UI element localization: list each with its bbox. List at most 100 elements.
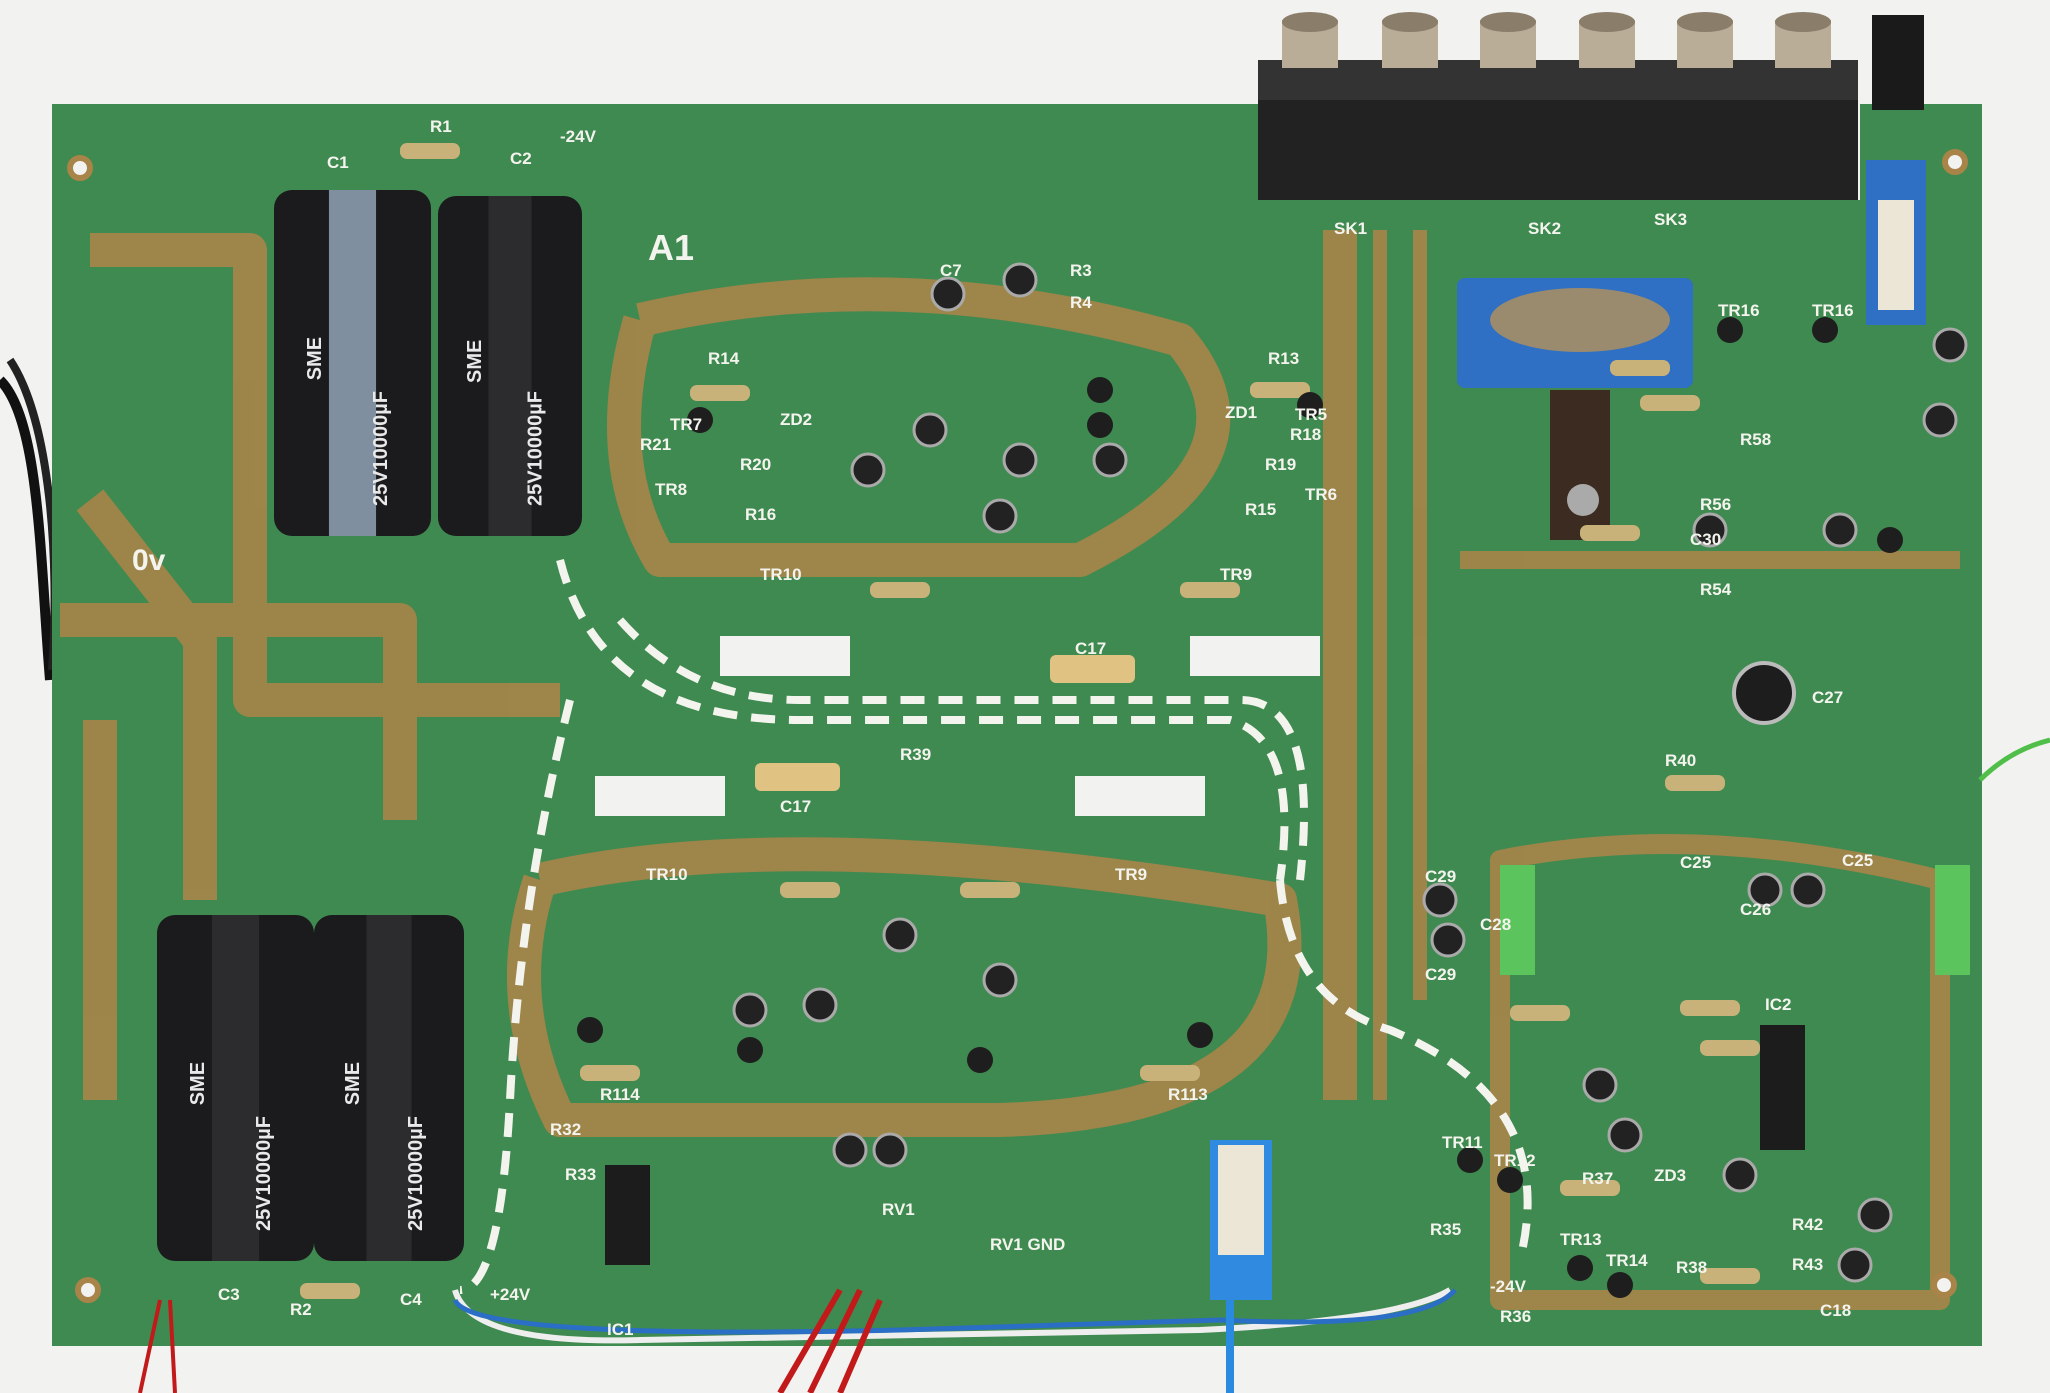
electrolytic-capacitor — [912, 412, 948, 448]
electrolytic-capacitor — [1002, 262, 1038, 298]
transistor — [1297, 392, 1323, 418]
switch-body[interactable] — [1878, 200, 1914, 310]
rca-jack-hole — [1382, 12, 1438, 32]
resistor — [1665, 775, 1725, 791]
transistor — [1497, 1167, 1523, 1193]
electrolytic-capacitor — [1822, 512, 1858, 548]
component-label-r58: R58 — [1740, 430, 1771, 449]
ic2-chip — [1760, 1025, 1805, 1150]
component-label-c3: C3 — [218, 1285, 240, 1304]
transistor — [687, 407, 713, 433]
resistor — [1180, 582, 1240, 598]
ic2-label: IC2 — [1765, 995, 1791, 1014]
resistor — [1140, 1065, 1200, 1081]
rca-connector-block[interactable] — [1258, 60, 1858, 200]
capacitor-brand-text: SME — [464, 340, 486, 383]
electrolytic-capacitor — [982, 962, 1018, 998]
electrolytic-capacitor — [802, 987, 838, 1023]
connector-label-sk2: SK2 — [1528, 219, 1561, 238]
electrolytic-capacitor — [1747, 872, 1783, 908]
capacitor-brand-text: SME — [304, 337, 326, 380]
component-label-r20: R20 — [740, 455, 771, 474]
neg-24v-bottom-label: -24V — [1490, 1277, 1527, 1296]
capacitor-c17-bottom — [755, 763, 840, 791]
component-label-c18: C18 — [1820, 1301, 1851, 1320]
capacitor-rating-text: 25V10000µF — [253, 1116, 275, 1231]
silkscreen-dashed-path — [459, 559, 1532, 1294]
rca-jack-hole — [1579, 12, 1635, 32]
component-label-c17: C17 — [1075, 639, 1106, 658]
resistor — [400, 143, 460, 159]
component-label-tr5: TR5 — [1295, 405, 1327, 424]
electrolytic-capacitor — [1002, 442, 1038, 478]
resistor — [870, 582, 930, 598]
switch-sw1-body[interactable] — [1218, 1145, 1264, 1255]
electrolytic-capacitor — [832, 1132, 868, 1168]
resistor — [1700, 1040, 1760, 1056]
rca-jack-hole — [1775, 12, 1831, 32]
film-capacitor — [1500, 865, 1535, 975]
component-label-c30: C30 — [1690, 530, 1721, 549]
transistor — [1187, 1022, 1213, 1048]
component-label-tr14: TR14 — [1606, 1251, 1648, 1270]
component-label-r2: R2 — [290, 1300, 312, 1319]
component-label-r13: R13 — [1268, 349, 1299, 368]
power-wires — [138, 1299, 177, 1393]
resistor — [960, 882, 1020, 898]
component-label-c17: C17 — [780, 797, 811, 816]
component-label-r33: R33 — [565, 1165, 596, 1184]
white-wire — [452, 1287, 1452, 1344]
component-label-tr9: TR9 — [1115, 865, 1147, 884]
component-label-tr11: TR11 — [1442, 1133, 1483, 1152]
transistor — [1087, 412, 1113, 438]
resistor — [1700, 1268, 1760, 1284]
transistor — [1877, 527, 1903, 553]
rca-jack-hole — [1480, 12, 1536, 32]
component-label-tr16: TR16 — [1718, 301, 1760, 320]
component-label-r32: R32 — [550, 1120, 581, 1139]
transistor — [1607, 1272, 1633, 1298]
component-label-c28: C28 — [1480, 915, 1511, 934]
component-label-tr9: TR9 — [1220, 565, 1252, 584]
wire-bundle — [0, 376, 55, 681]
electrolytic-capacitor — [1430, 922, 1466, 958]
component-label-zd1: ZD1 — [1225, 403, 1257, 422]
red-wires — [777, 1288, 883, 1393]
component-label-tr6: TR6 — [1305, 485, 1337, 504]
dc-jack[interactable] — [1872, 15, 1924, 110]
component-label-tr16: TR16 — [1812, 301, 1854, 320]
component-label-r15: R15 — [1245, 500, 1276, 519]
capacitor-rating-text: 25V10000µF — [370, 391, 392, 506]
component-label-tr10: TR10 — [760, 565, 802, 584]
transistor — [1087, 377, 1113, 403]
ic1-label: IC1 — [607, 1320, 633, 1339]
component-label-r36: R36 — [1500, 1307, 1531, 1326]
electrolytic-capacitor — [1790, 872, 1826, 908]
capacitor-rating-text: 25V10000µF — [525, 391, 547, 506]
component-label-r14: R14 — [708, 349, 740, 368]
component-label-zd2: ZD2 — [780, 410, 812, 429]
film-capacitor — [1935, 865, 1970, 975]
resistor — [580, 1065, 640, 1081]
capacitor-c27 — [1732, 661, 1796, 725]
rca-jack-hole — [1282, 12, 1338, 32]
resistor — [1680, 1000, 1740, 1016]
electrolytic-capacitor — [1607, 1117, 1643, 1153]
component-label-c29: C29 — [1425, 867, 1456, 886]
component-label-r42: R42 — [1792, 1215, 1823, 1234]
component-label-r1: R1 — [430, 117, 452, 136]
capacitor-25v-10000uf: 25V10000µF SME — [438, 196, 582, 536]
transistor — [1812, 317, 1838, 343]
component-label-c27: C27 — [1812, 688, 1843, 707]
board-slots — [595, 636, 1320, 816]
capacitor-brand-text: SME — [342, 1062, 364, 1105]
component-label-c1: C1 — [327, 153, 349, 172]
component-label-r16: R16 — [745, 505, 776, 524]
resistor — [690, 385, 750, 401]
board-id-label: A1 — [648, 227, 694, 268]
component-label-r35: R35 — [1430, 1220, 1461, 1239]
ground-label: 0v — [132, 544, 166, 577]
component-label-tr13: TR13 — [1560, 1230, 1602, 1249]
component-label-c4: C4 — [400, 1290, 422, 1309]
